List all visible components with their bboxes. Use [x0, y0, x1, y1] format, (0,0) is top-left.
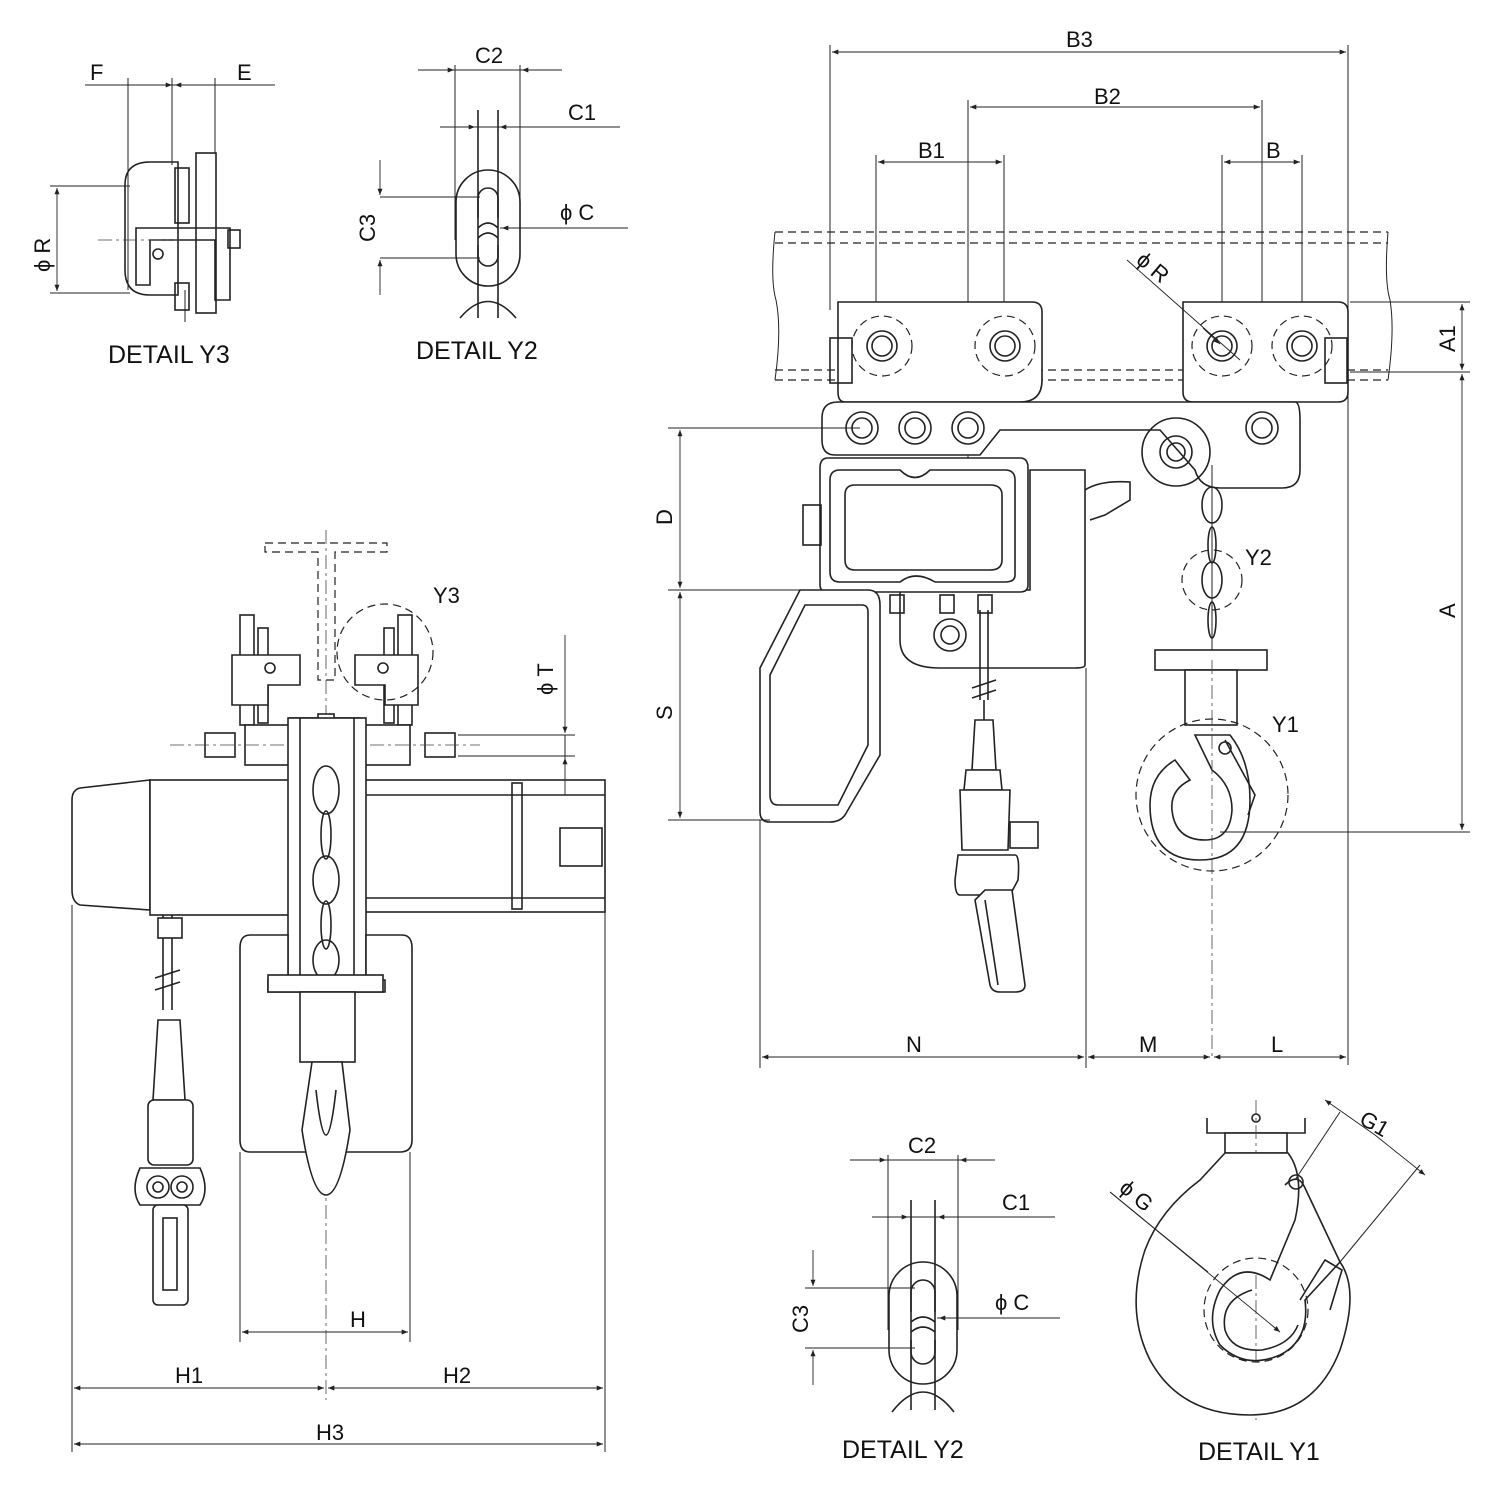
side-view: B3 B2 B1 B ϕ R A1 A D S N M L Y2 Y1	[652, 27, 1470, 1068]
detail-y1-caption: DETAIL Y1	[1198, 1438, 1320, 1466]
detail-y2-bottom-view: C2 C1 C3 ϕ C DETAIL Y2	[788, 1133, 1060, 1464]
dim-C2-top-label: C2	[475, 43, 503, 68]
dim-H1-label: H1	[175, 1363, 203, 1388]
dim-phiC-top-label: ϕ C	[560, 200, 594, 225]
dim-B1-label: B1	[918, 138, 945, 163]
dim-S-label: S	[652, 705, 677, 720]
dim-E-label: E	[237, 60, 252, 85]
detail-y3-caption: DETAIL Y3	[108, 341, 230, 369]
dim-F-label: F	[90, 60, 103, 85]
dim-phiR-y3-label: ϕ R	[30, 238, 55, 272]
dim-phiT-label: ϕ T	[533, 663, 558, 695]
dim-H2-label: H2	[443, 1363, 471, 1388]
dim-A-label: A	[1435, 603, 1460, 618]
dim-C1-top-label: C1	[568, 100, 596, 125]
dim-B-label: B	[1266, 138, 1281, 163]
dim-N-label: N	[906, 1032, 922, 1057]
callout-y1-label: Y1	[1272, 712, 1299, 737]
dim-G1-label: G1	[1356, 1106, 1394, 1142]
callout-y2-label: Y2	[1245, 545, 1272, 570]
front-view: Y3 ϕ T H H1 H2 H3	[71, 530, 606, 1452]
detail-y3-view: F E ϕ R DETAIL Y3	[30, 60, 275, 369]
dim-phiR-side-label: ϕ R	[1132, 247, 1174, 288]
dim-phiC-bottom-label: ϕ C	[995, 1290, 1029, 1315]
dim-B3-label: B3	[1066, 27, 1093, 52]
detail-y2-bottom-caption: DETAIL Y2	[842, 1436, 964, 1464]
callout-y3-label: Y3	[433, 583, 460, 608]
dim-C3-top-label: C3	[355, 214, 380, 242]
dim-B2-label: B2	[1094, 84, 1121, 109]
detail-y2-top-caption: DETAIL Y2	[416, 337, 538, 365]
detail-y1-view: ϕ G G1 DETAIL Y1	[1109, 1099, 1426, 1466]
dim-H-label: H	[350, 1307, 366, 1332]
detail-y2-top-view: C2 C1 C3 ϕ C DETAIL Y2	[355, 43, 628, 365]
dim-M-label: M	[1139, 1032, 1157, 1057]
dim-C3-bottom-label: C3	[788, 1305, 813, 1333]
dim-L-label: L	[1271, 1032, 1283, 1057]
dim-phiG-label: ϕ G	[1115, 1175, 1158, 1217]
dim-C2-bottom-label: C2	[908, 1133, 936, 1158]
dim-D-label: D	[652, 509, 677, 525]
dim-A1-label: A1	[1435, 325, 1460, 352]
dim-C1-bottom-label: C1	[1002, 1190, 1030, 1215]
dim-H3-label: H3	[316, 1420, 344, 1445]
